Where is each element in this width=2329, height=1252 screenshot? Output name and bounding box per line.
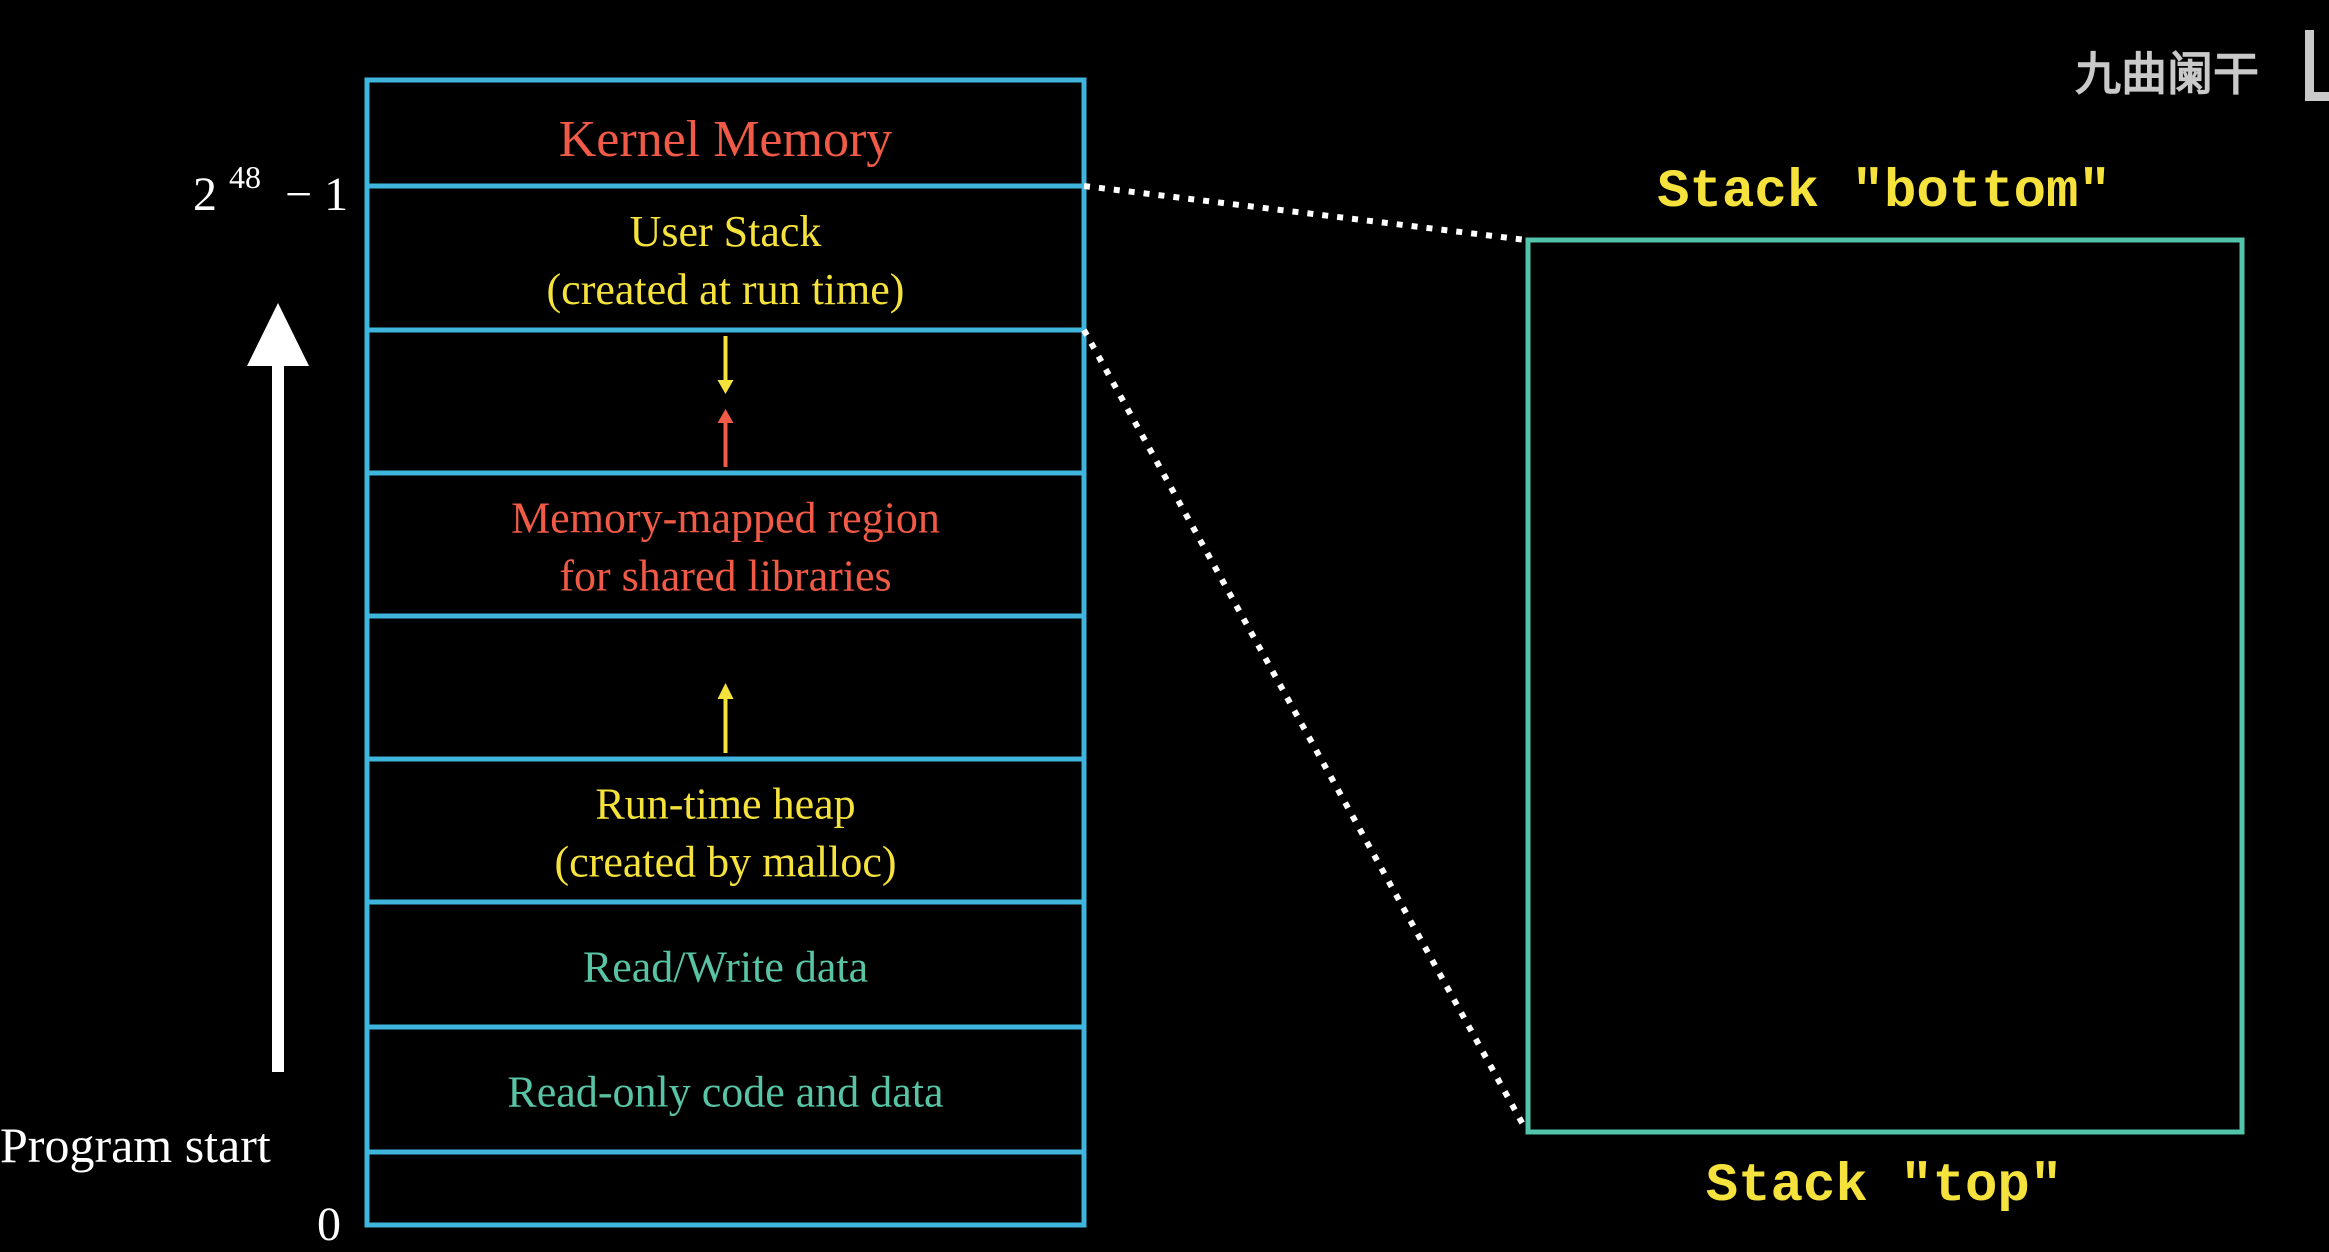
max-address-suffix: − 1 (285, 168, 348, 221)
region-mmap-line-2: for shared libraries (559, 552, 891, 601)
heap-growth-up-arrow-icon (717, 683, 734, 753)
stack-growth-down-arrow-icon (717, 336, 734, 394)
max-address-base: 2 (193, 168, 217, 221)
watermark-logo-icon (2305, 30, 2329, 101)
program-start-label: Program start (0, 1117, 271, 1173)
zoom-connector-top (1083, 183, 1527, 243)
max-address-label: 2 48 − 1 (193, 146, 348, 221)
region-ro-code-line-1: Read-only code and data (507, 1068, 943, 1117)
stack-zoom-frame (1525, 237, 2245, 1135)
zero-address-label: 0 (317, 1198, 341, 1251)
address-direction-arrow (247, 303, 309, 1072)
mmap-growth-up-arrow-icon (717, 409, 734, 467)
region-user-stack-line-1: User Stack (630, 207, 822, 256)
region-user-stack-line-2: (created at run time) (547, 265, 905, 314)
region-kernel-line-1: Kernel Memory (559, 111, 893, 168)
memory-column-frame (364, 77, 1087, 1228)
max-address-exponent: 48 (229, 159, 261, 195)
region-heap-line-1: Run-time heap (595, 780, 855, 829)
stack-bottom-label: Stack "bottom" (1657, 162, 2111, 223)
stack-top-label: Stack "top" (1706, 1156, 2062, 1217)
zoom-connector-bottom (1081, 328, 1529, 1132)
region-mmap-line-1: Memory-mapped region (511, 494, 940, 543)
region-rw-data-line-1: Read/Write data (583, 943, 868, 992)
region-heap-line-2: (created by malloc) (554, 838, 896, 887)
watermark-text: 九曲阑干 (2075, 47, 2259, 101)
